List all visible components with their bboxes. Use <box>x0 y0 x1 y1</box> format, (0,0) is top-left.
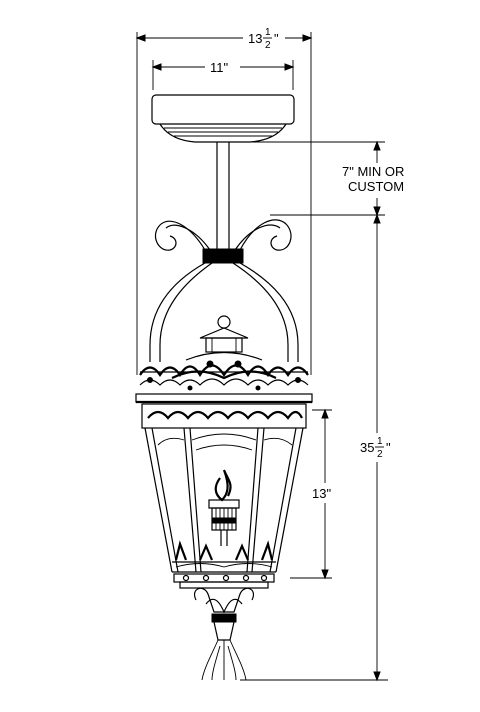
stem-length-line2: CUSTOM <box>348 179 404 194</box>
stem-length-dimension: 7" MIN OR CUSTOM <box>232 140 404 217</box>
lantern-roof <box>135 315 313 404</box>
bottom-finial <box>194 587 254 681</box>
overall-height-dimension: 35 1 2 " <box>240 213 391 682</box>
lantern-body <box>141 403 307 589</box>
canopy-width-label: 11" <box>210 60 228 75</box>
lantern-height-label: 13" <box>312 486 331 501</box>
overall-width-whole: 13 <box>248 31 262 46</box>
stem <box>216 142 230 250</box>
canopy <box>151 94 295 143</box>
scroll-arms <box>149 219 299 362</box>
overall-height-quote: " <box>386 440 391 455</box>
overall-height-denominator: 2 <box>377 449 383 460</box>
overall-width-dimension: 13 1 2 " <box>135 27 313 375</box>
canopy-width-dimension: 11" <box>151 60 295 90</box>
overall-width-quote: " <box>274 31 279 46</box>
overall-height-whole: 35 <box>360 440 374 455</box>
overall-width-numerator: 1 <box>265 27 271 38</box>
stem-length-line1: 7" MIN OR <box>342 164 404 179</box>
overall-width-denominator: 2 <box>265 40 271 51</box>
lantern-height-dimension: 13" <box>290 408 332 580</box>
overall-height-numerator: 1 <box>377 436 383 447</box>
